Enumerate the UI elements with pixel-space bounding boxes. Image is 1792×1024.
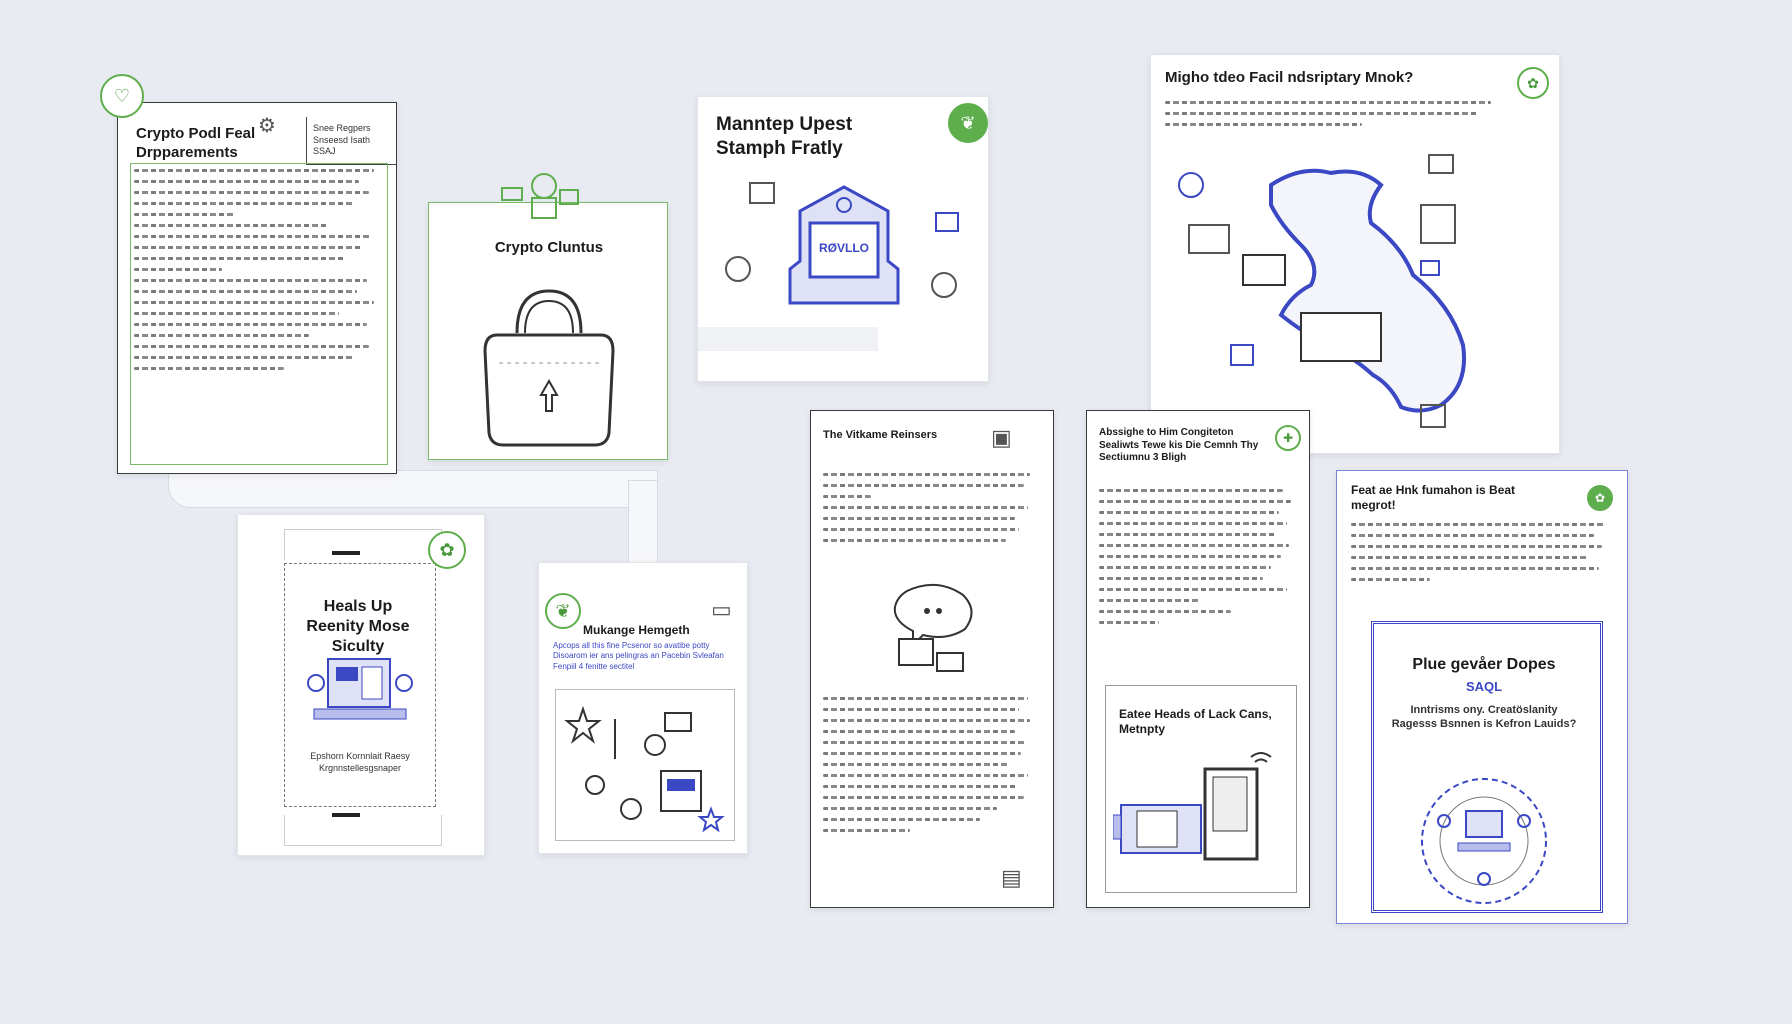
card-crypto-clutus[interactable]: Crypto Cluntus [428, 202, 668, 460]
shield-icon: RØVLLO [698, 182, 959, 351]
card-title: Crypto Podl Feal Drpparements [136, 125, 256, 161]
card-heals[interactable]: Heals Up Reenity Mose Siculty Epshorn Ko… [237, 514, 485, 856]
chart-card-icon: ▣ [991, 425, 1012, 450]
bookmark-icon: ▭ [711, 597, 732, 622]
inner-title: Plue gevåer Dopes [1412, 656, 1556, 673]
inner-subtitle: Inntrisms ony. Creatöslanity Ragesss Bsn… [1391, 704, 1577, 731]
map-icon [1178, 154, 1466, 428]
clip-bottom [284, 815, 442, 846]
leaf-icon: ✿ [428, 531, 466, 569]
clip-slot [332, 551, 360, 555]
card-title: Heals Up Reenity Mose Siculty [306, 598, 410, 655]
card-manntep[interactable]: Manntep Upest Stamph Fratly ❦ RØVLLO [697, 96, 989, 382]
globe-icon: ⚙ [258, 115, 276, 137]
shield-label: RØVLLO [819, 241, 869, 255]
leaf-icon: ✿ [1517, 67, 1549, 99]
inner-frame [284, 563, 436, 807]
body-text [823, 697, 1041, 840]
caption: Epshorn Kornnlait Raesy Krgnnstellesgsna… [310, 751, 410, 773]
card-title: Migho tdeo Facil ndsriptary Mnok? [1165, 69, 1414, 86]
card-title: Mukange Hemgeth [583, 623, 690, 637]
illustration-frame [555, 689, 735, 841]
body-text [1165, 101, 1505, 134]
card-crypto-post[interactable]: Crypto Podl Feal Drpparements Snee Regpe… [117, 102, 397, 474]
star-icon [564, 705, 725, 833]
inner-frame [1371, 621, 1603, 913]
laptop-icon [307, 658, 413, 720]
card-feat[interactable]: Feat ae Hnk fumahon is Beat megrot! ✿ Pl… [1336, 470, 1628, 924]
target-icon [1421, 778, 1547, 904]
leaf-icon: ✚ [1275, 425, 1301, 451]
card-title: Feat ae Hnk fumahon is Beat megrot! [1351, 483, 1516, 512]
wifi-icon [1113, 752, 1272, 861]
card-vitkame[interactable]: The Vitkame Reinsers ▣ ▤ [810, 410, 1054, 908]
body-text [134, 169, 384, 378]
body-text [823, 473, 1041, 550]
leaf-icon: ❦ [948, 103, 988, 143]
card-title: Manntep Upest Stamph Fratly [716, 114, 853, 159]
padlock-icon [483, 289, 615, 447]
card-title: Abssighe to Him Congiteton Sealiwts Tewe… [1099, 427, 1259, 463]
inner-title: Eatee Heads of Lack Cans, Metnpty [1119, 707, 1272, 736]
leaf-icon: ❦ [545, 593, 581, 629]
leaf-icon: ✿ [1587, 485, 1613, 511]
card-title: The Vitkame Reinsers [823, 429, 938, 441]
connector-line [168, 470, 658, 508]
clip-slot [332, 813, 360, 817]
card-mikange[interactable]: ❦ ▭ Mukange Hemgeth Apcops all this fine… [538, 562, 748, 854]
inner-frame [1105, 685, 1297, 893]
card-map[interactable]: Migho tdeo Facil ndsriptary Mnok? ✿ [1150, 54, 1560, 454]
card-subtitle: Apcops all this fine Pcsenor so avatibe … [553, 641, 724, 671]
clip-top [284, 529, 442, 560]
house-upload-icon [501, 173, 579, 219]
card-title: Crypto Cluntus [494, 239, 604, 256]
inner-tag: SAQL [1465, 679, 1503, 694]
body-text [1351, 523, 1615, 589]
note-card-icon: ▤ [1001, 865, 1022, 890]
globe-heart-icon: ♡ [100, 74, 144, 118]
chat-bubble-icon [893, 584, 973, 672]
body-text [1099, 489, 1299, 632]
side-note: Snee Regpers Snseesd Isath SSAJ [306, 117, 396, 166]
card-abssighe[interactable]: Abssighe to Him Congiteton Sealiwts Tewe… [1086, 410, 1310, 908]
